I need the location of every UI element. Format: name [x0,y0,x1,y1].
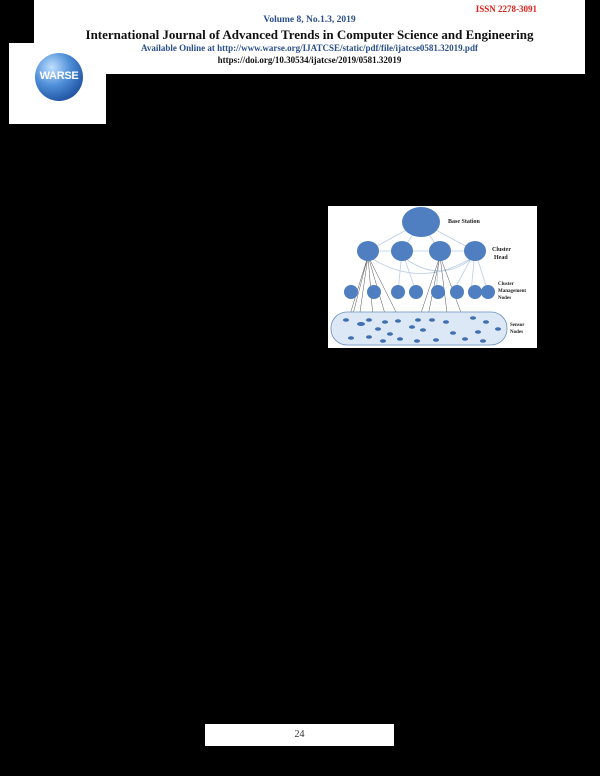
warse-logo: WARSE [9,43,106,124]
label-cluster-head-1: Cluster [492,247,511,253]
available-online-link[interactable]: Available Online at http://www.warse.org… [141,43,478,53]
globe-icon: WARSE [35,53,83,101]
label-cmn-1: Cluster [498,282,515,287]
network-hierarchy-figure: Base Station Cluster Head Cluster Manage… [328,206,537,348]
label-sensor-2: Nodes [510,330,523,335]
issn: ISSN 2278-3091 [475,4,537,14]
journal-header: ISSN 2278-3091 Volume 8, No.1.3, 2019 In… [34,0,585,74]
label-base-station: Base Station [448,219,481,225]
journal-title: International Journal of Advanced Trends… [85,27,534,42]
volume-info: Volume 8, No.1.3, 2019 [263,15,356,25]
doi-link[interactable]: https://doi.org/10.30534/ijatcse/2019/05… [217,55,402,65]
label-sensor-1: Sensor [510,323,525,328]
page-footer: 24 [205,724,394,746]
page-number: 24 [294,729,305,740]
logo-text: WARSE [39,70,79,82]
label-cmn-2: Management [498,289,526,294]
label-cmn-3: Nodes [498,296,511,301]
label-cluster-head-2: Head [494,255,508,261]
hierarchy-diagram: Base Station Cluster Head Cluster Manage… [330,207,526,346]
